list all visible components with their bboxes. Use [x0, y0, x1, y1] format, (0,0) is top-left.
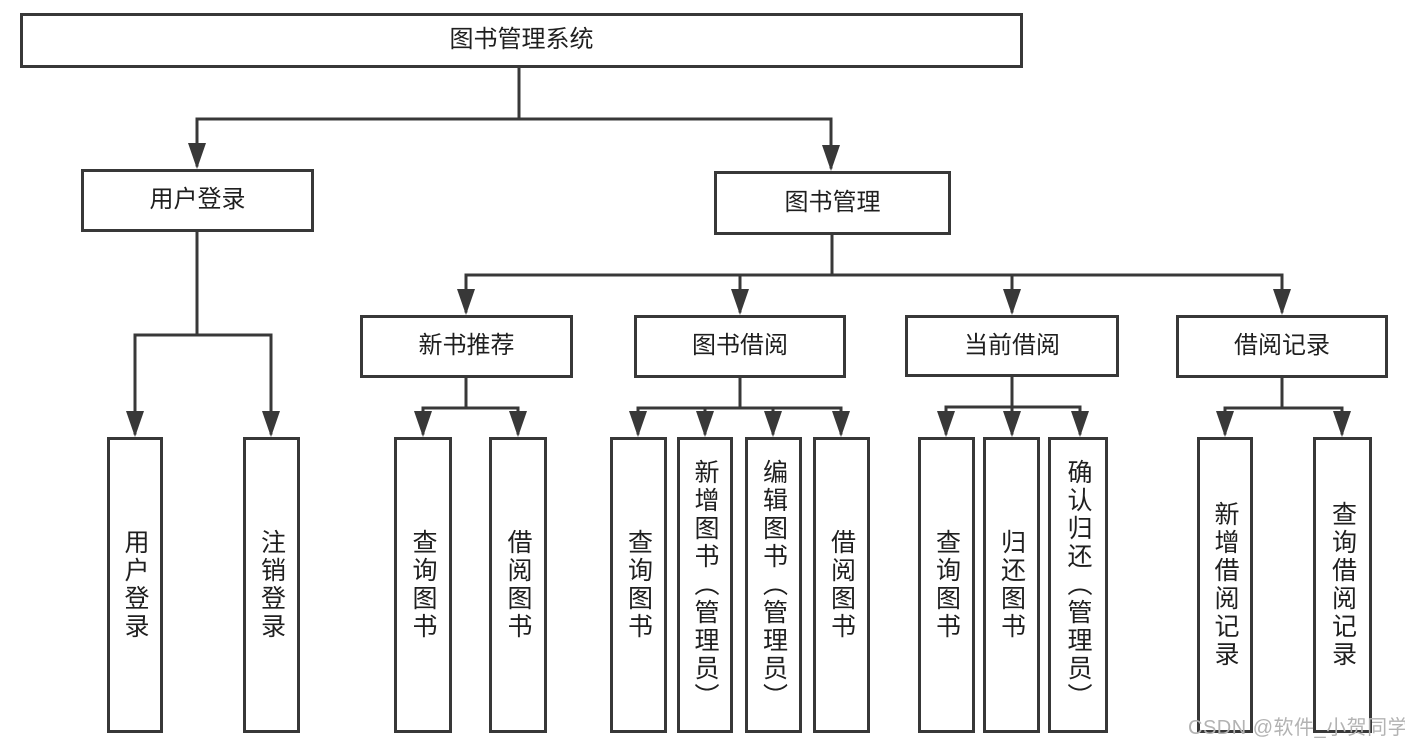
node-label-root: 图书管理系统	[449, 26, 594, 54]
node-borrowing-records: 借阅记录	[1176, 315, 1388, 378]
node-recommend-borrow-books: 借阅图书	[489, 437, 547, 733]
node-root: 图书管理系统	[20, 13, 1023, 68]
arrowhead-down-icon	[822, 145, 840, 171]
arrowhead-down-icon	[937, 411, 955, 437]
node-book-management: 图书管理	[714, 171, 951, 235]
arrowhead-down-icon	[262, 411, 280, 437]
node-new-book-recommend: 新书推荐	[360, 315, 573, 378]
node-book-borrowing: 图书借阅	[634, 315, 846, 378]
arrowhead-down-icon	[188, 143, 206, 169]
node-label-borrowing-edit-books-admin: 编辑图书（管理员）	[759, 459, 788, 711]
node-borrowing-query-books: 查询图书	[610, 437, 667, 733]
node-label-records-query-borrow-record: 查询借阅记录	[1328, 501, 1357, 669]
node-label-records-add-borrow-record: 新增借阅记录	[1211, 501, 1239, 669]
node-records-add-borrow-record: 新增借阅记录	[1197, 437, 1253, 733]
arrowhead-down-icon	[764, 411, 782, 437]
arrowhead-down-icon	[1216, 411, 1234, 437]
node-label-login-user: 用户登录	[121, 529, 149, 641]
arrowhead-down-icon	[731, 289, 749, 315]
node-label-current-query-books: 查询图书	[932, 529, 961, 641]
node-label-current-return-books: 归还图书	[997, 529, 1026, 641]
arrowhead-down-icon	[696, 411, 714, 437]
node-current-query-books: 查询图书	[918, 437, 975, 733]
node-label-current-borrowing: 当前借阅	[964, 331, 1060, 359]
node-current-return-books: 归还图书	[983, 437, 1040, 733]
node-label-logout-user: 注销登录	[257, 529, 286, 641]
node-label-borrowing-query-books: 查询图书	[624, 529, 653, 641]
node-label-user-login: 用户登录	[149, 186, 246, 214]
arrowhead-down-icon	[1003, 289, 1021, 315]
node-label-new-book-recommend: 新书推荐	[418, 332, 515, 360]
node-current-borrowing: 当前借阅	[905, 315, 1119, 377]
arrowhead-down-icon	[414, 411, 432, 437]
node-label-borrowing-borrow-books: 借阅图书	[827, 529, 856, 641]
watermark: CSDN @软件_小贺同学	[1188, 717, 1405, 739]
node-label-current-confirm-return-admin: 确认归还（管理员）	[1064, 459, 1092, 711]
arrowhead-down-icon	[832, 411, 850, 437]
arrowhead-down-icon	[126, 411, 144, 437]
node-user-login: 用户登录	[81, 169, 314, 232]
arrowhead-down-icon	[1071, 411, 1089, 437]
node-records-query-borrow-record: 查询借阅记录	[1313, 437, 1372, 733]
arrowhead-down-icon	[1003, 411, 1021, 437]
node-label-borrowing-records: 借阅记录	[1234, 332, 1330, 360]
node-logout-user: 注销登录	[243, 437, 300, 733]
node-label-borrowing-add-books-admin: 新增图书（管理员）	[691, 459, 719, 711]
node-label-book-management: 图书管理	[784, 188, 881, 216]
arrowhead-down-icon	[509, 411, 527, 437]
node-borrowing-edit-books-admin: 编辑图书（管理员）	[745, 437, 802, 733]
arrowhead-down-icon	[457, 289, 475, 315]
arrowhead-down-icon	[1273, 289, 1291, 315]
arrowhead-down-icon	[1333, 411, 1351, 437]
node-label-book-borrowing: 图书借阅	[692, 332, 788, 360]
node-label-recommend-query-books: 查询图书	[409, 529, 437, 641]
arrowhead-down-icon	[629, 411, 647, 437]
node-borrowing-borrow-books: 借阅图书	[813, 437, 870, 733]
node-login-user: 用户登录	[107, 437, 163, 733]
node-label-recommend-borrow-books: 借阅图书	[504, 529, 532, 641]
node-borrowing-add-books-admin: 新增图书（管理员）	[677, 437, 733, 733]
node-current-confirm-return-admin: 确认归还（管理员）	[1048, 437, 1108, 733]
node-recommend-query-books: 查询图书	[394, 437, 452, 733]
